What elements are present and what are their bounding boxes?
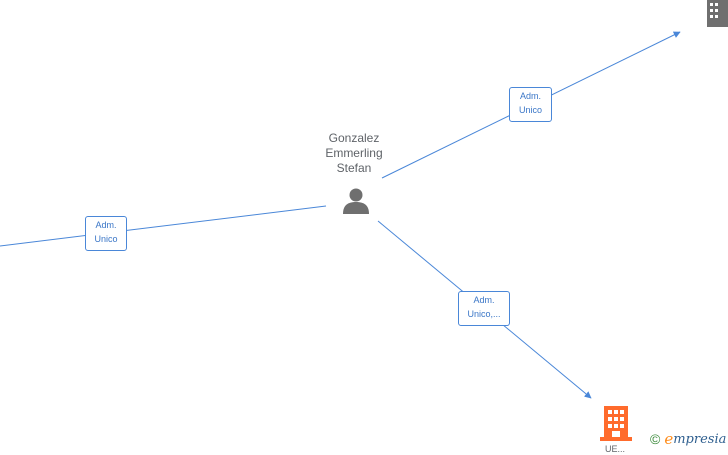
brand-initial: e — [664, 430, 674, 448]
building-icon[interactable] — [707, 0, 728, 27]
relation-label-left[interactable]: Adm. Unico — [85, 216, 127, 251]
relation-label-line: Adm. — [95, 220, 117, 230]
relation-label-line: Unico — [518, 105, 542, 115]
person-name-line: Gonzalez — [328, 131, 380, 145]
person-icon[interactable] — [343, 188, 369, 215]
relation-label-top[interactable]: Adm. Unico — [509, 87, 552, 122]
edge-to-left — [0, 205, 327, 247]
person-name-line: Stefan — [336, 161, 372, 175]
person-name[interactable]: Gonzalez Emmerling Stefan — [304, 131, 404, 176]
relation-label-line: Adm. — [473, 295, 495, 305]
relation-label-bottom[interactable]: Adm. Unico,... — [458, 291, 510, 326]
brand-name: mpresia — [673, 431, 727, 447]
relation-label-line: Unico,... — [467, 309, 501, 319]
building-icon[interactable] — [600, 406, 632, 441]
relation-label-line: Unico — [94, 234, 118, 244]
company-label-bottom[interactable]: UE... — [604, 444, 625, 454]
person-name-line: Emmerling — [325, 146, 383, 160]
copyright-icon: © — [650, 431, 661, 447]
relation-label-line: Adm. — [519, 91, 541, 101]
empresia-logo: © e mpresia — [650, 429, 726, 449]
